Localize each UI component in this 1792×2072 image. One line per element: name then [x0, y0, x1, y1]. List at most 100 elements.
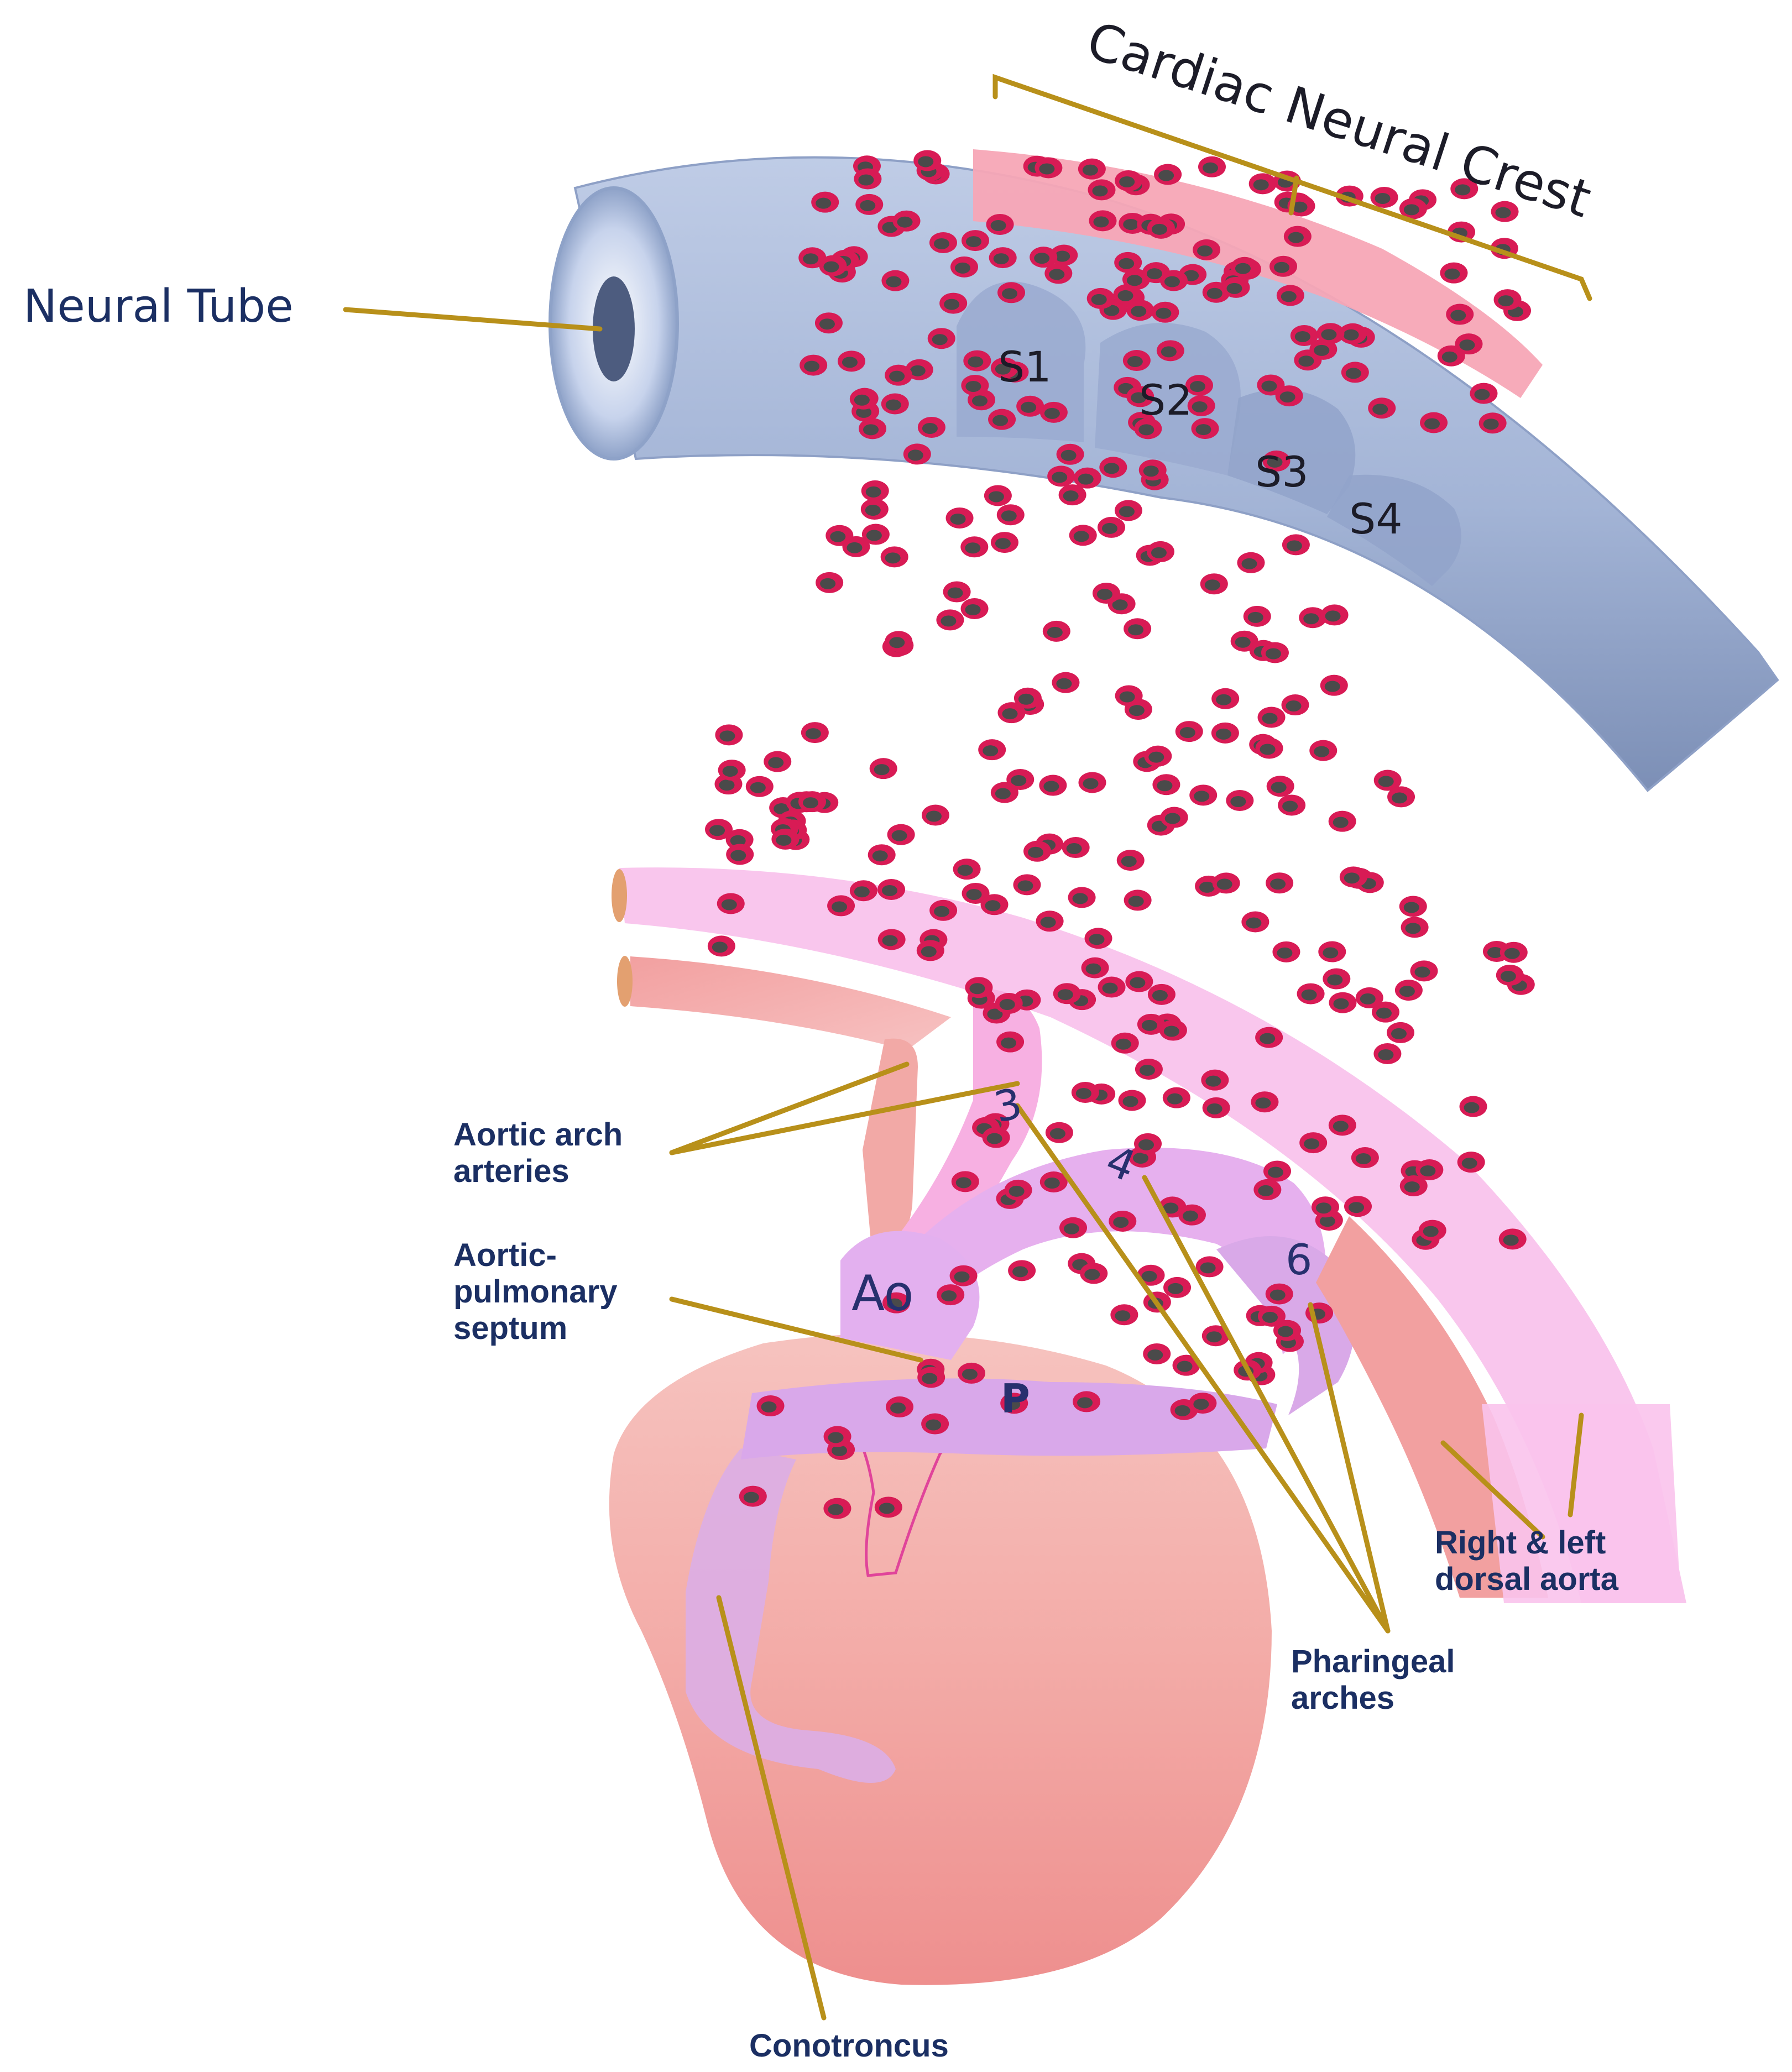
- crest-cell: [892, 210, 921, 232]
- crest-cell: [917, 1367, 945, 1388]
- crest-cell: [1386, 1022, 1414, 1043]
- leader-lines: [343, 74, 1592, 2021]
- crest-cell: [1159, 1019, 1187, 1041]
- crest-cell: [1440, 262, 1468, 284]
- crest-cell: [1071, 1081, 1099, 1103]
- crest-cell: [1126, 300, 1154, 321]
- crest-cell: [1496, 964, 1524, 986]
- crest-cell: [1191, 418, 1219, 439]
- crest-cell: [705, 819, 733, 840]
- crest-cell: [1437, 345, 1465, 367]
- crest-cell: [1008, 1260, 1036, 1281]
- crest-cell: [1262, 450, 1291, 472]
- crest-cell: [989, 247, 1017, 269]
- crest-cell: [1339, 323, 1367, 344]
- crest-cell: [1399, 896, 1427, 917]
- crest-cell: [1273, 1320, 1302, 1341]
- crest-cell: [1323, 968, 1351, 990]
- crest-cell: [800, 354, 828, 376]
- crest-cell: [1004, 1179, 1032, 1201]
- crest-cell: [1255, 1027, 1283, 1048]
- crest-cell: [1151, 301, 1179, 323]
- crest-cell: [887, 824, 915, 845]
- crest-cell: [936, 609, 964, 631]
- crest-cell: [868, 844, 896, 866]
- crest-cell: [986, 213, 1014, 235]
- crest-cell: [1450, 178, 1478, 200]
- crest-cell: [1446, 304, 1474, 325]
- crest-cell: [1297, 983, 1325, 1004]
- crest-cell: [1255, 737, 1283, 759]
- crest-cell: [877, 929, 906, 950]
- crest-cell: [1415, 1159, 1444, 1181]
- crest-cell: [1261, 642, 1289, 663]
- crest-cell: [996, 504, 1025, 526]
- crest-cell: [1035, 157, 1063, 179]
- crest-cell: [798, 247, 827, 269]
- crest-cell: [997, 282, 1026, 304]
- crest-cell: [886, 1396, 914, 1417]
- crest-cell: [1013, 874, 1041, 896]
- neural-tube: [548, 149, 1779, 792]
- crest-cell: [1156, 340, 1184, 362]
- crest-cell: [726, 844, 754, 865]
- crest-cell: [1243, 605, 1271, 627]
- crest-cell: [1122, 350, 1151, 372]
- crest-cell: [1045, 1122, 1073, 1143]
- crest-cell: [1339, 866, 1367, 888]
- crest-cell: [837, 350, 865, 372]
- crest-cell: [1050, 244, 1078, 266]
- crest-cell: [1265, 1283, 1293, 1305]
- crest-cell: [982, 1127, 1010, 1148]
- crest-cell: [861, 524, 890, 545]
- crest-cell: [1500, 941, 1528, 963]
- crest-cell: [860, 499, 889, 520]
- crest-cell: [1000, 1393, 1028, 1414]
- crest-cell: [1134, 1133, 1162, 1154]
- crest-cell: [1278, 794, 1306, 816]
- leader-dorsal-aorta-1: [1440, 1440, 1545, 1540]
- crest-cell: [1410, 960, 1438, 982]
- label-arch-6: 6: [1286, 1235, 1312, 1284]
- crest-cell: [1248, 173, 1277, 195]
- crest-cell: [1078, 158, 1106, 180]
- crest-cell: [927, 328, 955, 349]
- crest-cell: [1311, 1196, 1339, 1218]
- crest-cell: [756, 1395, 785, 1417]
- crest-cell: [1459, 1096, 1487, 1117]
- crest-cell: [1189, 784, 1218, 806]
- crest-cell: [1272, 941, 1300, 962]
- crest-cell: [1201, 1069, 1229, 1091]
- crest-cell: [1069, 525, 1097, 546]
- crest-cell: [1368, 397, 1396, 419]
- crest-cell: [816, 572, 844, 593]
- crest-cell: [1159, 270, 1188, 291]
- crest-cell: [1320, 604, 1349, 626]
- crest-cell: [1320, 674, 1348, 696]
- label-dorsal-aorta-1: Right & left: [1435, 1525, 1606, 1561]
- crest-cell: [1030, 247, 1058, 268]
- crest-cell: [1059, 1217, 1088, 1238]
- crest-cell: [1016, 395, 1044, 417]
- crest-cell: [1092, 583, 1120, 604]
- crest-cell: [980, 894, 1009, 915]
- crest-cell: [913, 150, 942, 171]
- crest-cell: [939, 292, 968, 314]
- crest-cell: [960, 598, 989, 619]
- crest-cell: [1135, 1058, 1163, 1080]
- crest-cell: [1115, 170, 1143, 191]
- leader-aortic-arch-1: [669, 1061, 910, 1155]
- crest-cell: [1080, 1263, 1108, 1284]
- crest-cell: [801, 722, 829, 744]
- leader-conotroncus: [716, 1595, 827, 2021]
- crest-cell: [1088, 179, 1116, 201]
- crest-cell: [1172, 1354, 1200, 1376]
- crest-cell: [921, 1413, 949, 1435]
- crest-cell: [1195, 1256, 1224, 1278]
- crest-cell: [739, 1485, 767, 1507]
- crest-cell: [988, 409, 1016, 430]
- crest-cell: [1230, 257, 1258, 278]
- crest-cell: [1198, 156, 1226, 177]
- crest-cell: [1328, 810, 1356, 832]
- crest-cell: [823, 1426, 851, 1447]
